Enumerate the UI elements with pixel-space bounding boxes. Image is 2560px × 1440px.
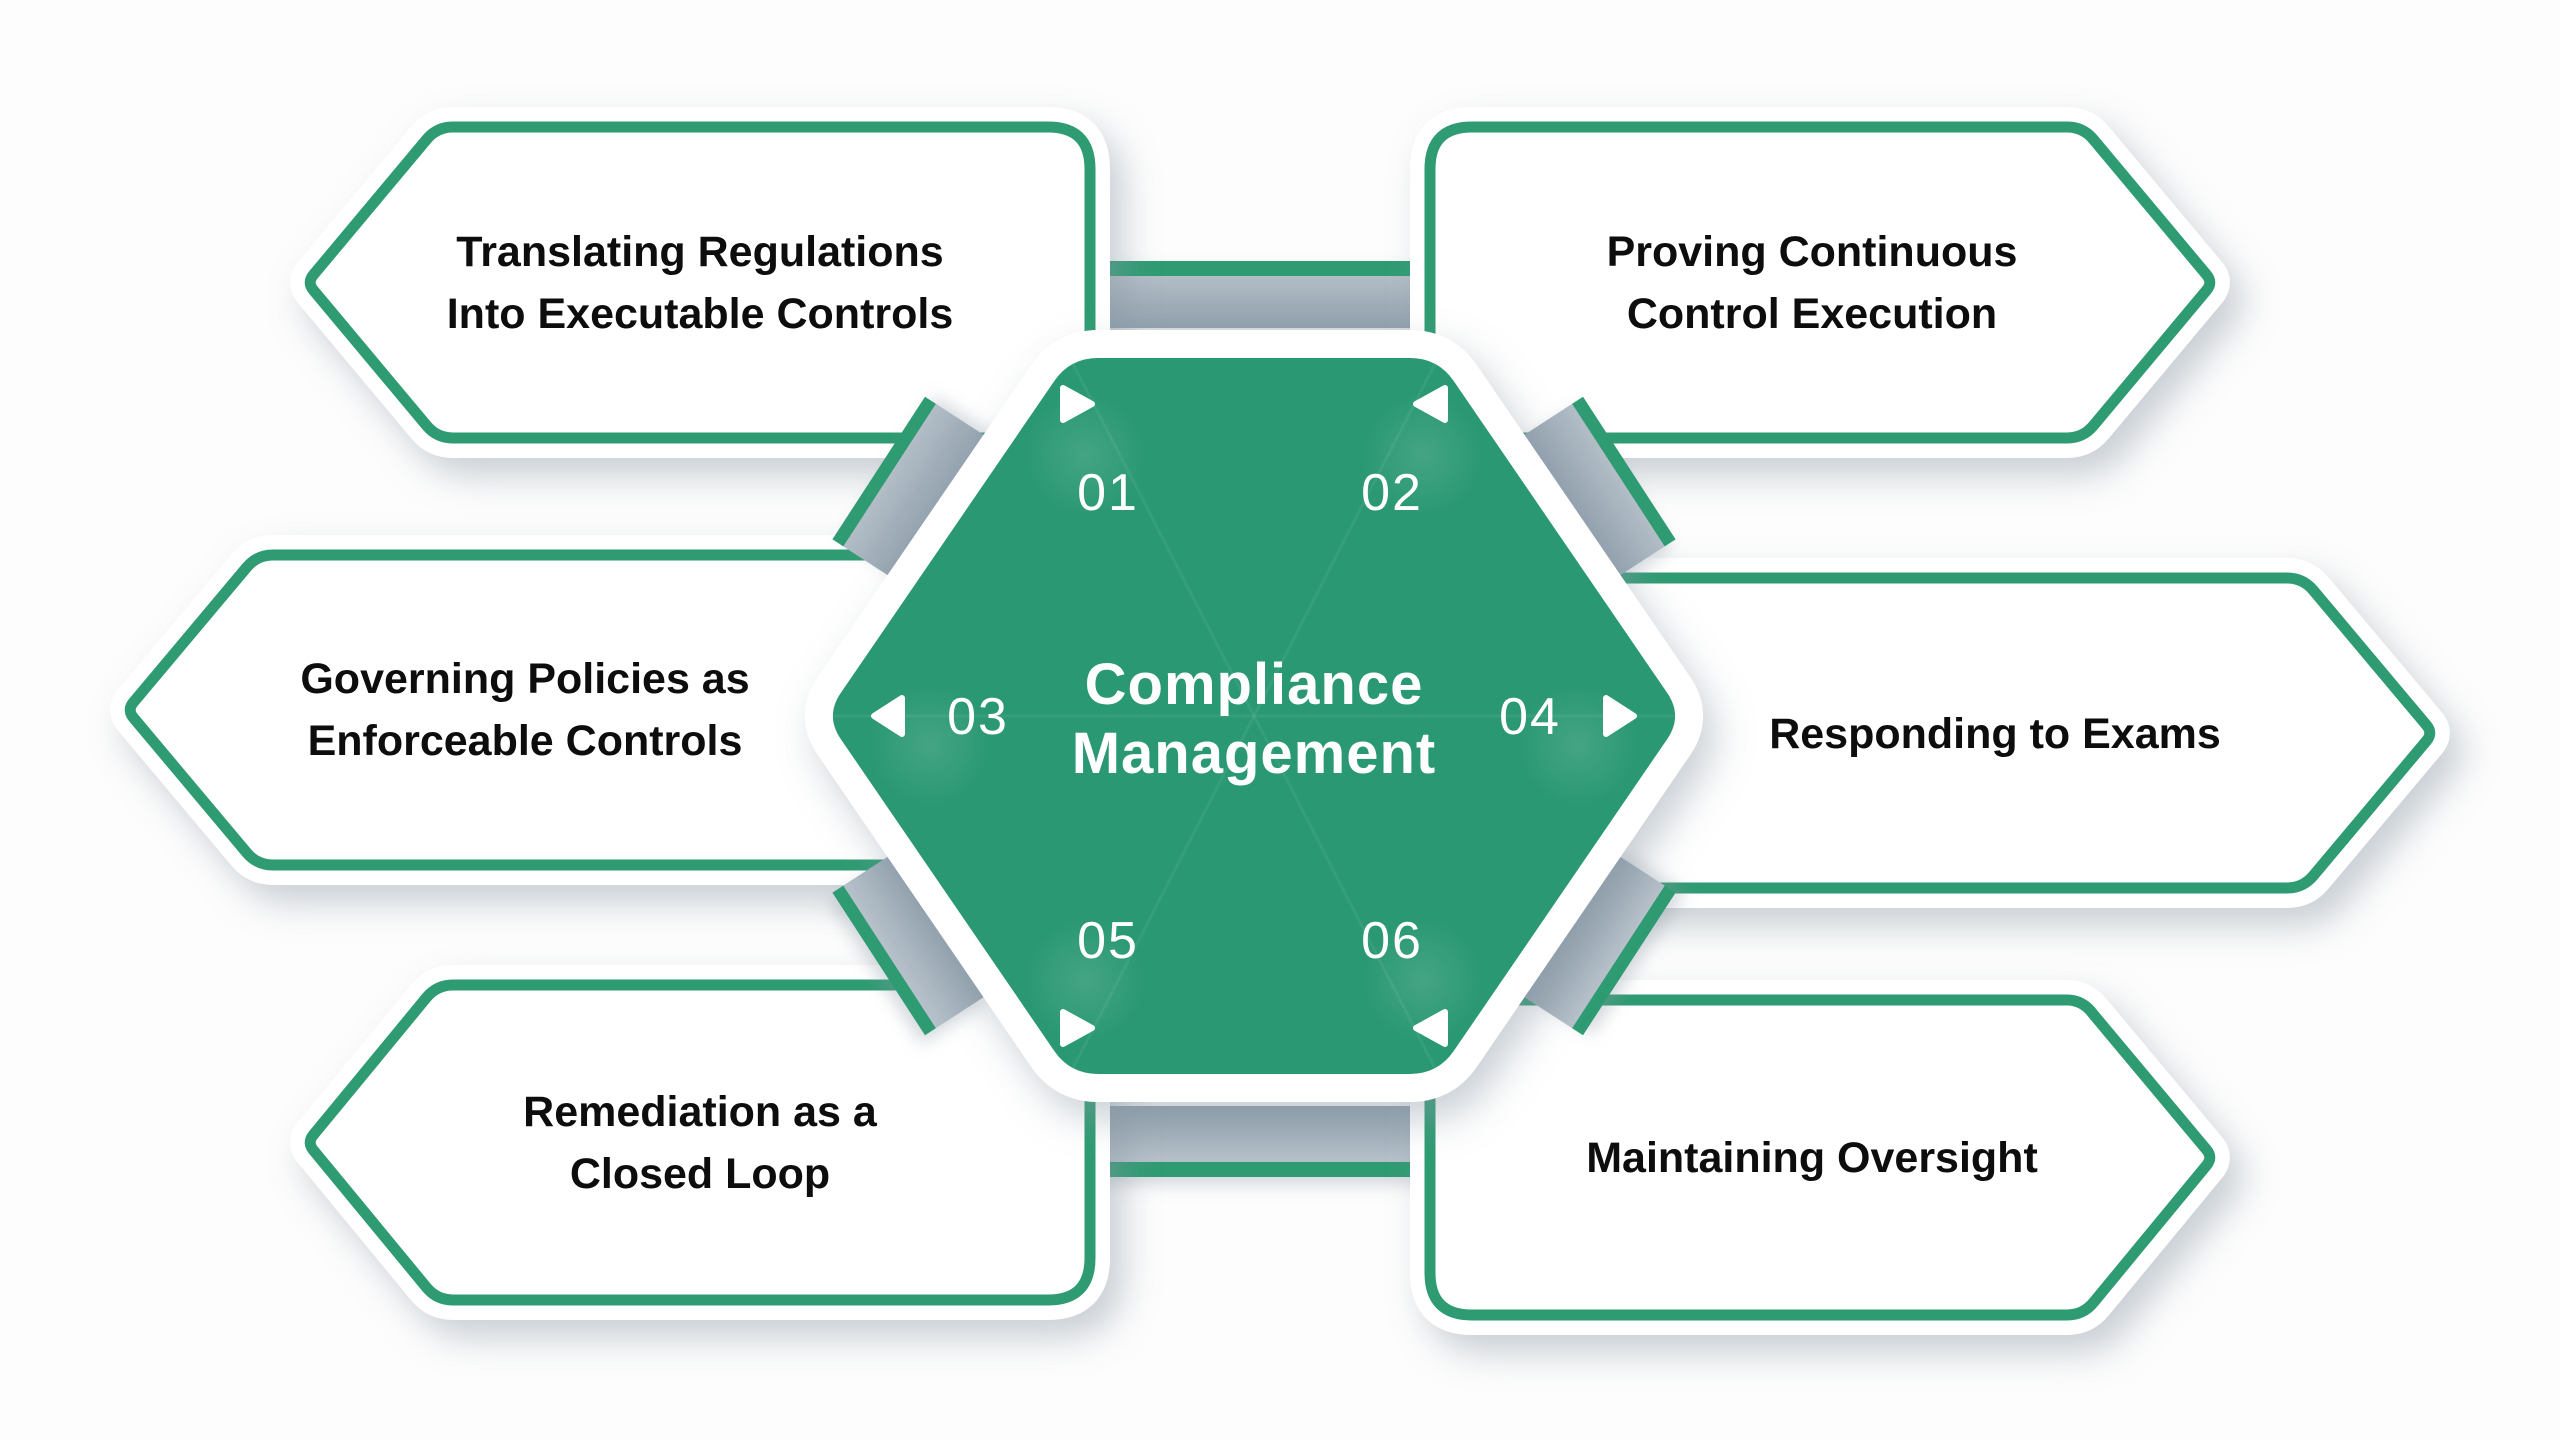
callout-label-line: Into Executable Controls — [447, 290, 954, 338]
callout-box-top-right: Proving Continuous Control Execution — [1410, 107, 2230, 458]
ribbon-upper-right — [1518, 396, 1676, 582]
hexagon-fill — [832, 358, 1676, 1074]
ribbon-upper-left — [832, 396, 990, 582]
ribbon-green-stripe — [832, 885, 936, 1036]
callout-label-line: Proving Continuous — [1607, 228, 2018, 276]
top-connector-bar — [1085, 261, 1432, 328]
callout-label-line: Enforceable Controls — [308, 717, 743, 765]
triangle-right-icon — [1603, 695, 1637, 737]
step-number-02: 02 — [1361, 464, 1423, 522]
ribbon-slate-band — [843, 403, 990, 582]
step-number-01: 01 — [1077, 464, 1139, 522]
callout-box-bottom-left: Remediation as a Closed Loop — [290, 965, 1110, 1320]
diagram-title-line-1: Compliance — [1085, 652, 1424, 717]
ribbon-slate-band — [1518, 850, 1665, 1029]
callout-label-line: Control Execution — [1627, 290, 1997, 338]
hexagon-corner-glows — [868, 393, 1640, 1042]
callout-border — [304, 121, 1096, 444]
step-number-04: 04 — [1499, 688, 1561, 746]
callout-label-line: Closed Loop — [570, 1150, 830, 1198]
callout-border — [1424, 121, 2216, 444]
callout-border — [304, 979, 1096, 1306]
triangle-right-icon — [1060, 1009, 1095, 1047]
callout-label-line: Maintaining Oversight — [1586, 1134, 2038, 1182]
step-number-03: 03 — [947, 688, 1009, 746]
diagram-title-line-2: Management — [1072, 721, 1437, 786]
ribbon-green-stripe — [1572, 885, 1676, 1036]
step-number-05: 05 — [1077, 912, 1139, 970]
triangle-left-icon — [1413, 1009, 1448, 1047]
callout-label-line: Remediation as a — [523, 1088, 878, 1136]
bottom-connector-bar — [1085, 1106, 1432, 1177]
ribbon-green-stripe — [832, 396, 936, 547]
ribbon-lower-right — [1518, 850, 1676, 1036]
central-hexagon: 01 02 03 04 05 06 Compliance Management — [805, 330, 1703, 1102]
callout-box-middle-left: Governing Policies as Enforceable Contro… — [110, 535, 980, 885]
step-number-06: 06 — [1361, 912, 1423, 970]
callout-label-line: Translating Regulations — [456, 228, 943, 276]
callout-box-top-left: Translating Regulations Into Executable … — [290, 107, 1110, 458]
triangle-left-icon — [871, 695, 905, 737]
callout-label-line: Responding to Exams — [1769, 710, 2221, 758]
bottom-connector-slate-band — [1085, 1106, 1432, 1162]
triangle-left-icon — [1413, 385, 1448, 423]
ribbon-green-stripe — [1572, 396, 1676, 547]
ribbon-slate-band — [1518, 403, 1665, 582]
triangle-right-icon — [1060, 385, 1095, 423]
top-connector-slate-band — [1085, 276, 1432, 328]
top-connector-green-stripe — [1085, 261, 1432, 276]
bottom-connector-green-stripe — [1085, 1162, 1432, 1177]
ribbon-lower-left — [832, 850, 990, 1036]
ribbon-slate-band — [843, 850, 990, 1029]
callout-box-bottom-right: Maintaining Oversight — [1410, 980, 2230, 1335]
callout-label-line: Governing Policies as — [300, 655, 749, 703]
